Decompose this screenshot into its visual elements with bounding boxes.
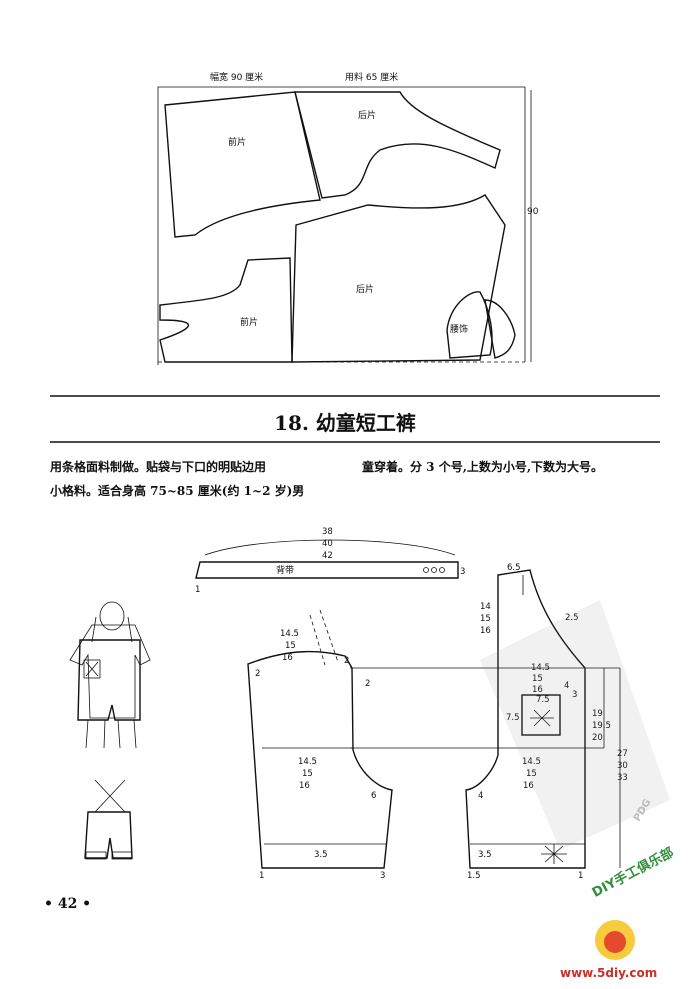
description-line-1: 用条格面料制做。贴袋与下口的明贴边用 <box>50 460 267 474</box>
back-waist-large: 16 <box>532 685 543 695</box>
fabric-layout: 幅宽 90 厘米 用料 65 厘米 90 前片 后片 后片 前片 腰饰 <box>157 71 539 365</box>
front-piece-top-label: 前片 <box>228 136 246 148</box>
front-right-mark: 2 <box>344 656 349 666</box>
strap-length-small: 38 <box>322 527 333 537</box>
back-side-large: 20 <box>592 733 603 743</box>
back-waist-mark: 4 <box>564 681 569 691</box>
waist-trim-label: 腰饰 <box>450 323 468 335</box>
back-crotch-mark: 4 <box>478 791 483 801</box>
front-foot-right: 3 <box>380 871 385 881</box>
back-panel-pattern: 6.5 14 15 16 2.5 14.5 15 16 4 7.5 3 7.5 … <box>350 563 628 881</box>
front-piece-bottom <box>159 257 293 363</box>
front-piece-bottom-label: 前片 <box>240 316 258 328</box>
front-foot-left: 1 <box>259 871 264 881</box>
page-number: • 42 • <box>44 896 92 912</box>
front-left-mark: 2 <box>255 669 260 679</box>
strap-end-right: 3 <box>460 567 465 577</box>
strap-end-left: 1 <box>195 585 200 595</box>
front-top-small: 14.5 <box>280 629 299 639</box>
strap-length-mid: 40 <box>322 539 333 549</box>
back-pocket-height: 7.5 <box>506 713 520 723</box>
front-panel-pattern: 14.5 15 16 2 2 2 14.5 15 16 6 3.5 1 3 <box>247 609 393 881</box>
front-piece-top <box>164 91 321 238</box>
crossed-straps <box>94 779 126 813</box>
front-mid-large: 16 <box>299 781 310 791</box>
back-waist-small: 14.5 <box>531 663 550 673</box>
strap-buttonhole-1 <box>423 567 429 573</box>
back-foot-right: 1 <box>578 871 583 881</box>
waist-trim-piece-1 <box>446 291 493 359</box>
front-mid-small: 14.5 <box>298 757 317 767</box>
fabric-width-label: 幅宽 90 厘米 <box>210 71 263 83</box>
watermark-url: www.5diy.com <box>560 966 658 980</box>
front-strap-guide-2 <box>319 609 339 663</box>
description-column-2: 童穿着。分 3 个号,上数为小号,下数为大号。 <box>362 455 662 479</box>
pocket-check-pattern <box>85 661 99 677</box>
back-piece-bottom <box>291 194 506 363</box>
strap-length-arc <box>204 539 456 556</box>
back-hem-width: 3.5 <box>478 850 492 860</box>
hem-trim-right <box>111 851 133 860</box>
back-top-width: 6.5 <box>507 563 521 573</box>
back-side-small: 19 <box>592 709 603 719</box>
back-pocket-width: 7.5 <box>536 695 550 705</box>
fabric-height-label: 90 <box>527 207 539 217</box>
back-pocket-mark: 3 <box>572 690 577 700</box>
front-strap-guide-1 <box>309 614 326 666</box>
strap-pattern: 38 40 42 背带 1 3 <box>195 527 465 595</box>
child-head <box>99 601 125 631</box>
strap-buttonhole-3 <box>439 567 445 573</box>
back-piece-bottom-label: 后片 <box>356 283 374 295</box>
shorts-flat-outline <box>84 811 133 859</box>
back-piece-top-label: 后片 <box>358 109 376 121</box>
strap-outline <box>195 561 459 579</box>
child-illustration <box>69 601 151 749</box>
child-legs <box>85 719 137 749</box>
strap-length-large: 42 <box>322 551 333 561</box>
watermark-seal <box>480 600 670 850</box>
back-side-mid: 19.5 <box>592 721 611 731</box>
child-shorts <box>77 639 141 721</box>
description-line-2: 小格料。适合身高 75~85 厘米(约 1~2 岁)男 <box>50 484 305 498</box>
front-mid-mid: 15 <box>302 769 313 779</box>
child-strap-right <box>127 616 133 643</box>
back-bib-mid: 15 <box>480 614 491 624</box>
back-strap-slant: 2.5 <box>565 613 579 623</box>
child-pocket <box>83 659 101 679</box>
back-total-mid: 30 <box>617 761 628 771</box>
child-strap-left <box>91 616 97 643</box>
front-side-mark: 2 <box>365 679 370 689</box>
front-top-large: 16 <box>282 653 293 663</box>
back-mid-large: 16 <box>523 781 534 791</box>
hem-trim-left <box>85 851 107 860</box>
strap-buttonhole-2 <box>431 567 437 573</box>
pocket-check-mark <box>530 709 554 727</box>
back-foot-left: 1.5 <box>467 871 481 881</box>
description-line-3: 童穿着。分 3 个号,上数为小号,下数为大号。 <box>362 460 604 474</box>
waist-trim-piece-2 <box>484 299 516 359</box>
fabric-usage-label: 用料 65 厘米 <box>345 71 398 83</box>
hem-check-mark <box>541 844 567 864</box>
back-mid-mid: 15 <box>526 769 537 779</box>
shorts-flat-illustration <box>84 779 133 860</box>
back-total-large: 33 <box>617 773 628 783</box>
back-piece-top <box>294 91 501 199</box>
section-title: 18. 幼童短工裤 <box>274 411 416 435</box>
front-crotch-mark: 6 <box>371 791 376 801</box>
description-column-1: 用条格面料制做。贴袋与下口的明贴边用 小格料。适合身高 75~85 厘米(约 1… <box>50 455 350 503</box>
back-bib-small: 14 <box>480 602 491 612</box>
front-hem-width: 3.5 <box>314 850 328 860</box>
back-bib-large: 16 <box>480 626 491 636</box>
back-pocket <box>521 694 561 736</box>
back-mid-small: 14.5 <box>522 757 541 767</box>
front-top-mid: 15 <box>285 641 296 651</box>
child-shirt <box>69 624 151 719</box>
fabric-edge <box>157 86 525 365</box>
watermark-logo <box>595 920 635 960</box>
strap-label: 背带 <box>276 564 294 576</box>
back-total-small: 27 <box>617 749 628 759</box>
back-waist-mid: 15 <box>532 674 543 684</box>
